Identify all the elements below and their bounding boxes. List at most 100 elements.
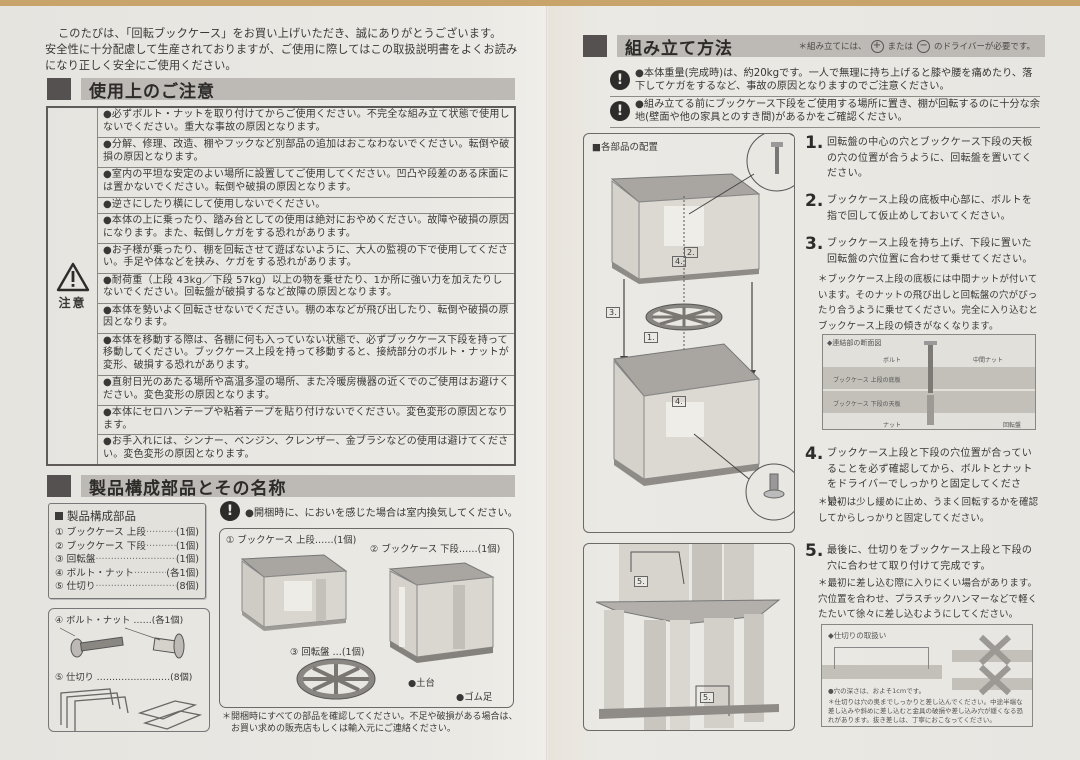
step-text: 最後に、仕切りをブックケース上段と下段の穴に合わせて取り付けて完成です。	[827, 545, 1033, 572]
cross-mark-icon	[978, 664, 1012, 696]
divider-illustration	[60, 688, 203, 731]
step-number: 2.	[805, 191, 824, 211]
caution-title: 使用上のご注意	[89, 81, 215, 102]
warning-triangle-icon	[56, 262, 89, 291]
lower-top-label: ブックケース 下段の天板	[833, 401, 901, 408]
header-bar: 製品構成部品とその名称	[81, 475, 515, 499]
nut-label: ナット	[883, 422, 902, 429]
bolt-divider-box: ④ ボルト・ナット ……(各1個) ⑤ 仕切り ……………………(8個)	[48, 608, 210, 732]
step-text: ブックケース上段と下段の穴位置が合っていることを必ず確認してから、ボルトとナット…	[827, 448, 1033, 506]
parts-layout-diagram: ■各部品の配置 2. 4. 3. 1. 4.	[583, 133, 795, 533]
header-bar: 組み立て方法 ＊組み立てには、 + または − のドライバーが必要です。	[617, 35, 1045, 59]
step-number: 5.	[805, 541, 824, 561]
parts-illustration-box: ① ブックケース 上段……(1個) ② ブックケース 下段……(1個) ③ 回転…	[219, 528, 514, 708]
caution-item: ●お手入れには、シンナー、ベンジン、クレンザー、金ブラシなどの使用は避けてくださ…	[103, 436, 509, 460]
step-3-note: ＊ブックケース上段の底板には中間ナットが付いています。そのナットの飛び出しと回転…	[818, 274, 1038, 332]
caution-item: ●室内の平坦な安定のよい場所に設置してご使用してください。凹凸や段差のある床面に…	[98, 168, 514, 198]
part-qty: (各1個)	[166, 567, 199, 579]
caution-table: 注意 ●必ずボルト・ナットを取り付けてからご使用ください。不完全な組み立て状態で…	[46, 106, 516, 466]
intro-line-2: 安全性に十分配慮して生産されておりますが、ご使用に際してはこの取扱説明書をよくお…	[45, 43, 518, 72]
placement-warning-text: ●組み立てる前にブックケース下段をご使用する場所に置き、棚が回転するのに十分な余…	[635, 99, 1040, 123]
step-2: 2. ブックケース上段の底板中心部に、ボルトを指で回して仮止めしておいてください…	[805, 193, 1040, 224]
divider-install-illustration	[595, 544, 781, 730]
step-1: 1. 回転盤の中心の穴とブックケース下段の天板の穴の位置が合うように、回転盤を置…	[805, 135, 1040, 182]
caution-side: 注意	[48, 108, 98, 464]
caution-item: ●逆さにしたり横にして使用しないでください。	[98, 198, 514, 214]
part-qty: (1個)	[175, 527, 199, 538]
cross-section-title: ◆連結部の断面図	[827, 339, 882, 347]
part-name: ブックケース 上段	[66, 527, 146, 538]
assembly-section-header: 組み立て方法 ＊組み立てには、 + または − のドライバーが必要です。	[583, 35, 1045, 59]
bolt-nut-illustration	[59, 627, 185, 659]
weight-warning: ! ●本体重量(完成時)は、約20kgです。一人で無理に持ち上げると膝や腰を痛め…	[610, 65, 1040, 97]
mid-nut-label: 中間ナット	[973, 357, 1004, 364]
header-square	[47, 475, 71, 497]
upper-case-label: ① ブックケース 上段……(1個)	[226, 535, 357, 546]
lower-case-label: ② ブックケース 下段……(1個)	[370, 544, 501, 555]
divider-box-title: ◆仕切りの取扱い	[828, 631, 887, 640]
step-5-note: ＊最初に差し込む際に入りにくい場合があります。穴位置を合わせ、プラスチックハンマ…	[818, 578, 1038, 620]
caution-item: ●本体の上に乗ったり、踏み台としての使用は絶対におやめください。故障や破損の原因…	[98, 214, 514, 244]
header-square	[583, 35, 607, 57]
turntable-label: ③ 回転盤 …(1個)	[290, 647, 365, 658]
part-qty: (1個)	[175, 540, 199, 552]
turntable-label: 回転盤	[1003, 422, 1022, 429]
parts-list-item: ④ ボルト・ナット·······························…	[55, 567, 199, 579]
rubber-feet-label: ●ゴム足	[456, 692, 493, 703]
step-marker: 4.	[672, 396, 686, 407]
intro-line-1: このたびは、「回転ブックケース」をお買い上げいただき、誠にありがとうございます。	[58, 27, 502, 40]
part-qty: (8個)	[175, 581, 199, 592]
assembly-title: 組み立て方法	[625, 38, 733, 59]
cross-section-diagram: ◆連結部の断面図 ボルト 中間ナット ブックケース 上段の底板 ブックケース 下…	[822, 334, 1036, 430]
layout-title: ■各部品の配置	[592, 142, 658, 153]
tool-note-mid: または	[887, 42, 914, 52]
caution-item: ●必ずボルト・ナットを取り付けてからご使用ください。不完全な組み立て状態で使用し…	[98, 108, 514, 138]
odor-warning: ! ●開梱時に、においを感じた場合は室内換気してください。	[220, 501, 518, 521]
part-no: ①	[55, 527, 64, 538]
caution-item: ●本体を勢いよく回転させないでください。棚の本などが飛び出したり、転倒や破損の原…	[98, 304, 514, 334]
step-marker: 1.	[644, 332, 658, 343]
bottom-note-line-2: お買い求めの販売店もしくは輸入元にご連絡ください。	[231, 724, 456, 734]
part-name: 回転盤	[66, 554, 96, 565]
tool-note: ＊組み立てには、 + または − のドライバーが必要です。	[798, 39, 1035, 53]
parts-section-header: 製品構成部品とその名称	[47, 475, 515, 499]
bottom-note-line-1: ＊開梱時にすべての部品を確認してください。不足や破損がある場合は、	[222, 712, 518, 722]
step-marker: 3.	[606, 307, 620, 318]
caution-item: ●本体にセロハンテープや粘着テープを貼り付けないでください。変色変形の原因となり…	[98, 406, 514, 436]
parts-title: 製品構成部品とその名称	[89, 478, 287, 499]
exploded-assembly-illustration	[610, 134, 794, 521]
placement-warning: ! ●組み立てる前にブックケース下段をご使用する場所に置き、棚が回転するのに十分…	[610, 96, 1040, 128]
caution-item: ●本体を移動する際は、各棚に何も入っていない状態で、必ずブックケース下段を持って…	[98, 334, 514, 377]
exclamation-icon: !	[610, 70, 630, 90]
part-name: ボルト・ナット	[66, 567, 134, 579]
parts-list-item: ③ 回転盤···································…	[55, 554, 199, 565]
step-number: 1.	[805, 133, 824, 153]
minus-driver-icon: −	[917, 39, 931, 53]
step-4-note: ＊最初は少し緩めに止め、うまく回転するかを確認してからしっかりと固定してください…	[818, 497, 1039, 524]
exclamation-icon: !	[610, 101, 630, 121]
step-text: ブックケース上段の底板中心部に、ボルトを指で回して仮止めしておいてください。	[827, 195, 1033, 222]
cross-mark-icon	[978, 634, 1012, 666]
caution-item: ●お子様が乗ったり、棚を回転させて遊ばないように、大人の監視の下で使用してくださ…	[98, 244, 514, 274]
step-marker: 2.	[684, 247, 698, 258]
step-4: 4. ブックケース上段と下段の穴位置が合っていることを必ず確認してから、ボルトと…	[805, 446, 1040, 508]
tool-note-suffix: のドライバーが必要です。	[934, 42, 1035, 52]
lower-bookcase-illustration	[388, 562, 495, 663]
turntable-illustration	[296, 658, 376, 700]
caution-items: ●必ずボルト・ナットを取り付けてからご使用ください。不完全な組み立て状態で使用し…	[98, 108, 514, 464]
parts-list-item: ① ブックケース 上段·····························…	[55, 527, 199, 538]
hole-depth-text: ●穴の深さは、およそ1cmです。	[828, 687, 926, 695]
step-marker: 5.	[700, 692, 714, 703]
weight-warning-text: ●本体重量(完成時)は、約20kgです。一人で無理に持ち上げると膝や腰を痛めたり…	[635, 68, 1033, 92]
step-number: 4.	[805, 444, 824, 464]
caution-item: ●耐荷重（上段 43kg／下段 57kg）以上の物を乗せたり、1か所に強い力を加…	[98, 274, 514, 304]
header-bar: 使用上のご注意	[81, 78, 515, 102]
part-no: ④	[55, 567, 64, 579]
step-marker: 5.	[634, 576, 648, 587]
upper-bottom-label: ブックケース 上段の底板	[833, 377, 901, 384]
caution-label: 注意	[58, 295, 87, 310]
parts-list-item: ⑤ 仕切り···································…	[55, 581, 199, 592]
part-no: ⑤	[55, 581, 64, 592]
parts-list-heading: 製品構成部品	[55, 508, 199, 524]
step-5: 5. 最後に、仕切りをブックケース上段と下段の穴に合わせて取り付けて完成です。	[805, 543, 1040, 574]
